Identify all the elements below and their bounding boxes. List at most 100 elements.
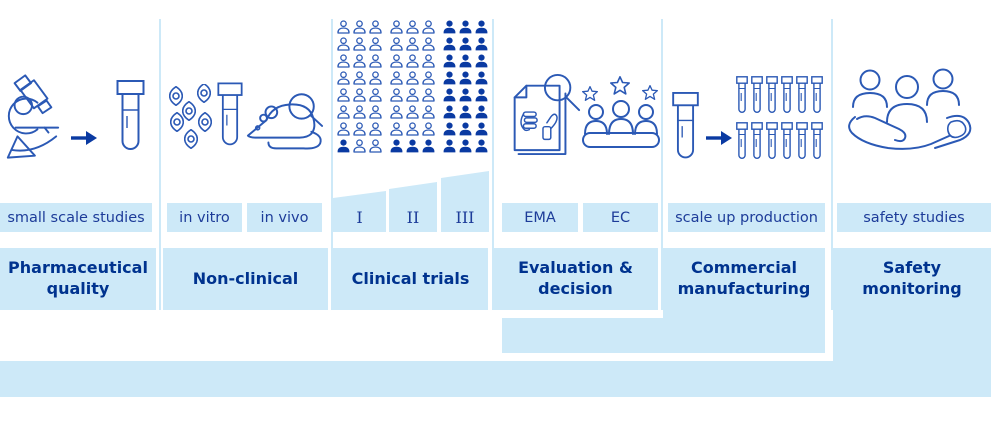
stage-label: scale up production	[668, 203, 825, 232]
arrow-right-icon	[706, 131, 732, 145]
person-icon	[422, 20, 435, 34]
person-icon	[459, 122, 472, 136]
test-tube-icon	[751, 76, 763, 118]
person-icon	[369, 37, 382, 51]
person-icon	[443, 20, 456, 34]
test-tube-icon	[736, 76, 748, 118]
phase-label: II	[406, 208, 420, 227]
person-icon	[337, 20, 350, 34]
document-review-icon	[513, 73, 581, 156]
person-icon	[422, 122, 435, 136]
person-icon	[337, 54, 350, 68]
person-icon	[337, 37, 350, 51]
person-icon	[406, 105, 419, 119]
person-icon	[369, 88, 382, 102]
section-divider	[492, 19, 494, 310]
stage-title: Commercial manufacturing	[677, 258, 811, 298]
person-icon	[459, 37, 472, 51]
phase-label: III	[455, 208, 475, 227]
phase-ramp-3: III	[441, 171, 489, 232]
person-icon	[406, 88, 419, 102]
person-icon	[475, 20, 488, 34]
person-icon	[475, 122, 488, 136]
person-icon	[390, 20, 403, 34]
stage-label: in vivo	[247, 203, 322, 232]
section-evaluation-decision: EMA EC Evaluation & decision	[493, 0, 661, 424]
section-safety-monitoring: safety studies Safety monitoring	[833, 0, 991, 424]
section-pharmaceutical-quality: small scale studies Pharmaceutical quali…	[0, 0, 160, 424]
person-icon	[369, 139, 382, 153]
person-icon	[337, 139, 350, 153]
person-icon	[390, 88, 403, 102]
stage-label-text: small scale studies	[7, 209, 145, 226]
person-icon	[337, 88, 350, 102]
person-icon	[369, 122, 382, 136]
person-icon	[443, 122, 456, 136]
stage-label: safety studies	[837, 203, 991, 232]
person-icon	[353, 20, 366, 34]
person-icon	[422, 71, 435, 85]
stage-title-box: Evaluation & decision	[493, 248, 658, 310]
cell-culture-icon	[169, 84, 212, 149]
test-tube-icon	[671, 92, 700, 165]
person-icon	[459, 105, 472, 119]
person-icon	[475, 105, 488, 119]
participants-grid-phase-3	[443, 20, 488, 153]
person-icon	[422, 54, 435, 68]
section-divider	[661, 19, 663, 310]
section-commercial-manufacturing: scale up production Commercial manufactu…	[663, 0, 831, 424]
person-icon	[390, 122, 403, 136]
phase-ramp-1: I	[333, 191, 386, 232]
stage-label-text: in vivo	[260, 209, 309, 226]
stage-title: Evaluation & decision	[518, 258, 633, 298]
stage-label-text: EMA	[524, 209, 556, 226]
person-icon	[406, 54, 419, 68]
person-icon	[443, 139, 456, 153]
stage-title-box: Safety monitoring	[833, 248, 991, 397]
person-icon	[459, 54, 472, 68]
microscope-icon	[6, 74, 60, 159]
stage-label-text: EC	[610, 209, 631, 226]
test-tube-icon	[781, 122, 793, 164]
stage-title: Clinical trials	[351, 268, 470, 288]
person-icon	[390, 139, 403, 153]
test-tube-icon	[811, 76, 823, 118]
person-icon	[406, 122, 419, 136]
section-divider	[331, 19, 333, 310]
person-icon	[475, 88, 488, 102]
test-tube-icon	[766, 122, 778, 164]
stage-title-box: Non-clinical	[163, 248, 328, 310]
phase-label: I	[356, 208, 363, 227]
person-icon	[337, 122, 350, 136]
person-icon	[443, 71, 456, 85]
person-icon	[406, 37, 419, 51]
stage-label-text: in vitro	[179, 209, 230, 226]
stage-label-text: safety studies	[863, 209, 965, 226]
person-icon	[422, 37, 435, 51]
person-icon	[390, 105, 403, 119]
section-divider	[159, 19, 161, 310]
person-icon	[353, 71, 366, 85]
person-icon	[459, 88, 472, 102]
person-icon	[337, 105, 350, 119]
stage-label: small scale studies	[0, 203, 152, 232]
timeline-band	[0, 361, 991, 397]
person-icon	[422, 139, 435, 153]
person-icon	[406, 71, 419, 85]
person-icon	[459, 20, 472, 34]
test-tube-icon	[766, 76, 778, 118]
section-clinical-trials: I II III Clinical trials	[333, 0, 492, 424]
phase-ramp-2: II	[389, 182, 437, 232]
person-icon	[443, 105, 456, 119]
test-tube-icon	[217, 82, 243, 152]
person-icon	[443, 88, 456, 102]
section-non-clinical: in vitro in vivo Non-clinical	[163, 0, 331, 424]
test-tube-icon	[116, 80, 145, 157]
person-icon	[390, 54, 403, 68]
person-icon	[475, 37, 488, 51]
stage-label: EC	[583, 203, 658, 232]
test-tube-icon	[796, 122, 808, 164]
person-icon	[369, 105, 382, 119]
person-icon	[390, 71, 403, 85]
